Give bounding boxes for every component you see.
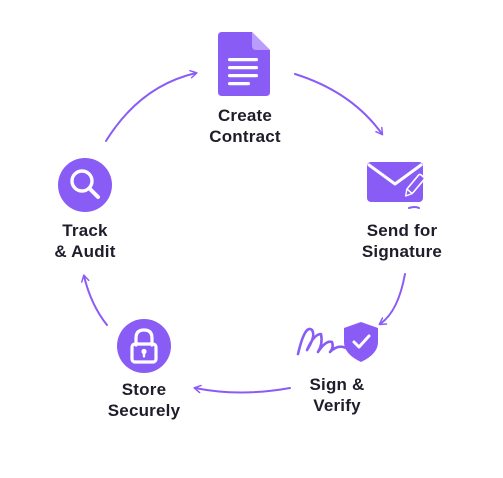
step-sign-line2: Verify <box>313 396 361 415</box>
step-sign-label: Sign & Verify <box>278 374 396 416</box>
step-track-line1: Track <box>62 221 108 240</box>
step-store-line1: Store <box>121 380 167 399</box>
step-store-line2: Securely <box>107 401 181 420</box>
step-track-line2: & Audit <box>54 242 116 261</box>
signature-shield-icon <box>296 322 378 362</box>
step-store-label: Store Securely <box>85 379 203 421</box>
step-sign-line1: Sign & <box>309 375 365 394</box>
document-icon <box>218 32 270 96</box>
step-create-line1: Create <box>217 106 273 125</box>
arrow-send-to-sign <box>378 273 406 326</box>
step-track-label: Track & Audit <box>26 220 144 262</box>
step-send-line1: Send for <box>366 221 438 240</box>
lock-icon <box>117 319 171 373</box>
magnifier-icon <box>58 158 112 212</box>
arrow-store-to-track <box>81 274 108 326</box>
step-create-line2: Contract <box>209 127 281 146</box>
envelope-pen-icon <box>367 162 426 209</box>
arrow-sign-to-store <box>193 384 291 394</box>
step-send-line2: Signature <box>361 242 443 261</box>
step-create-label: Create Contract <box>186 105 304 147</box>
arrow-create-to-send <box>294 73 384 136</box>
arrow-track-to-create <box>105 69 198 142</box>
step-send-label: Send for Signature <box>343 220 461 262</box>
